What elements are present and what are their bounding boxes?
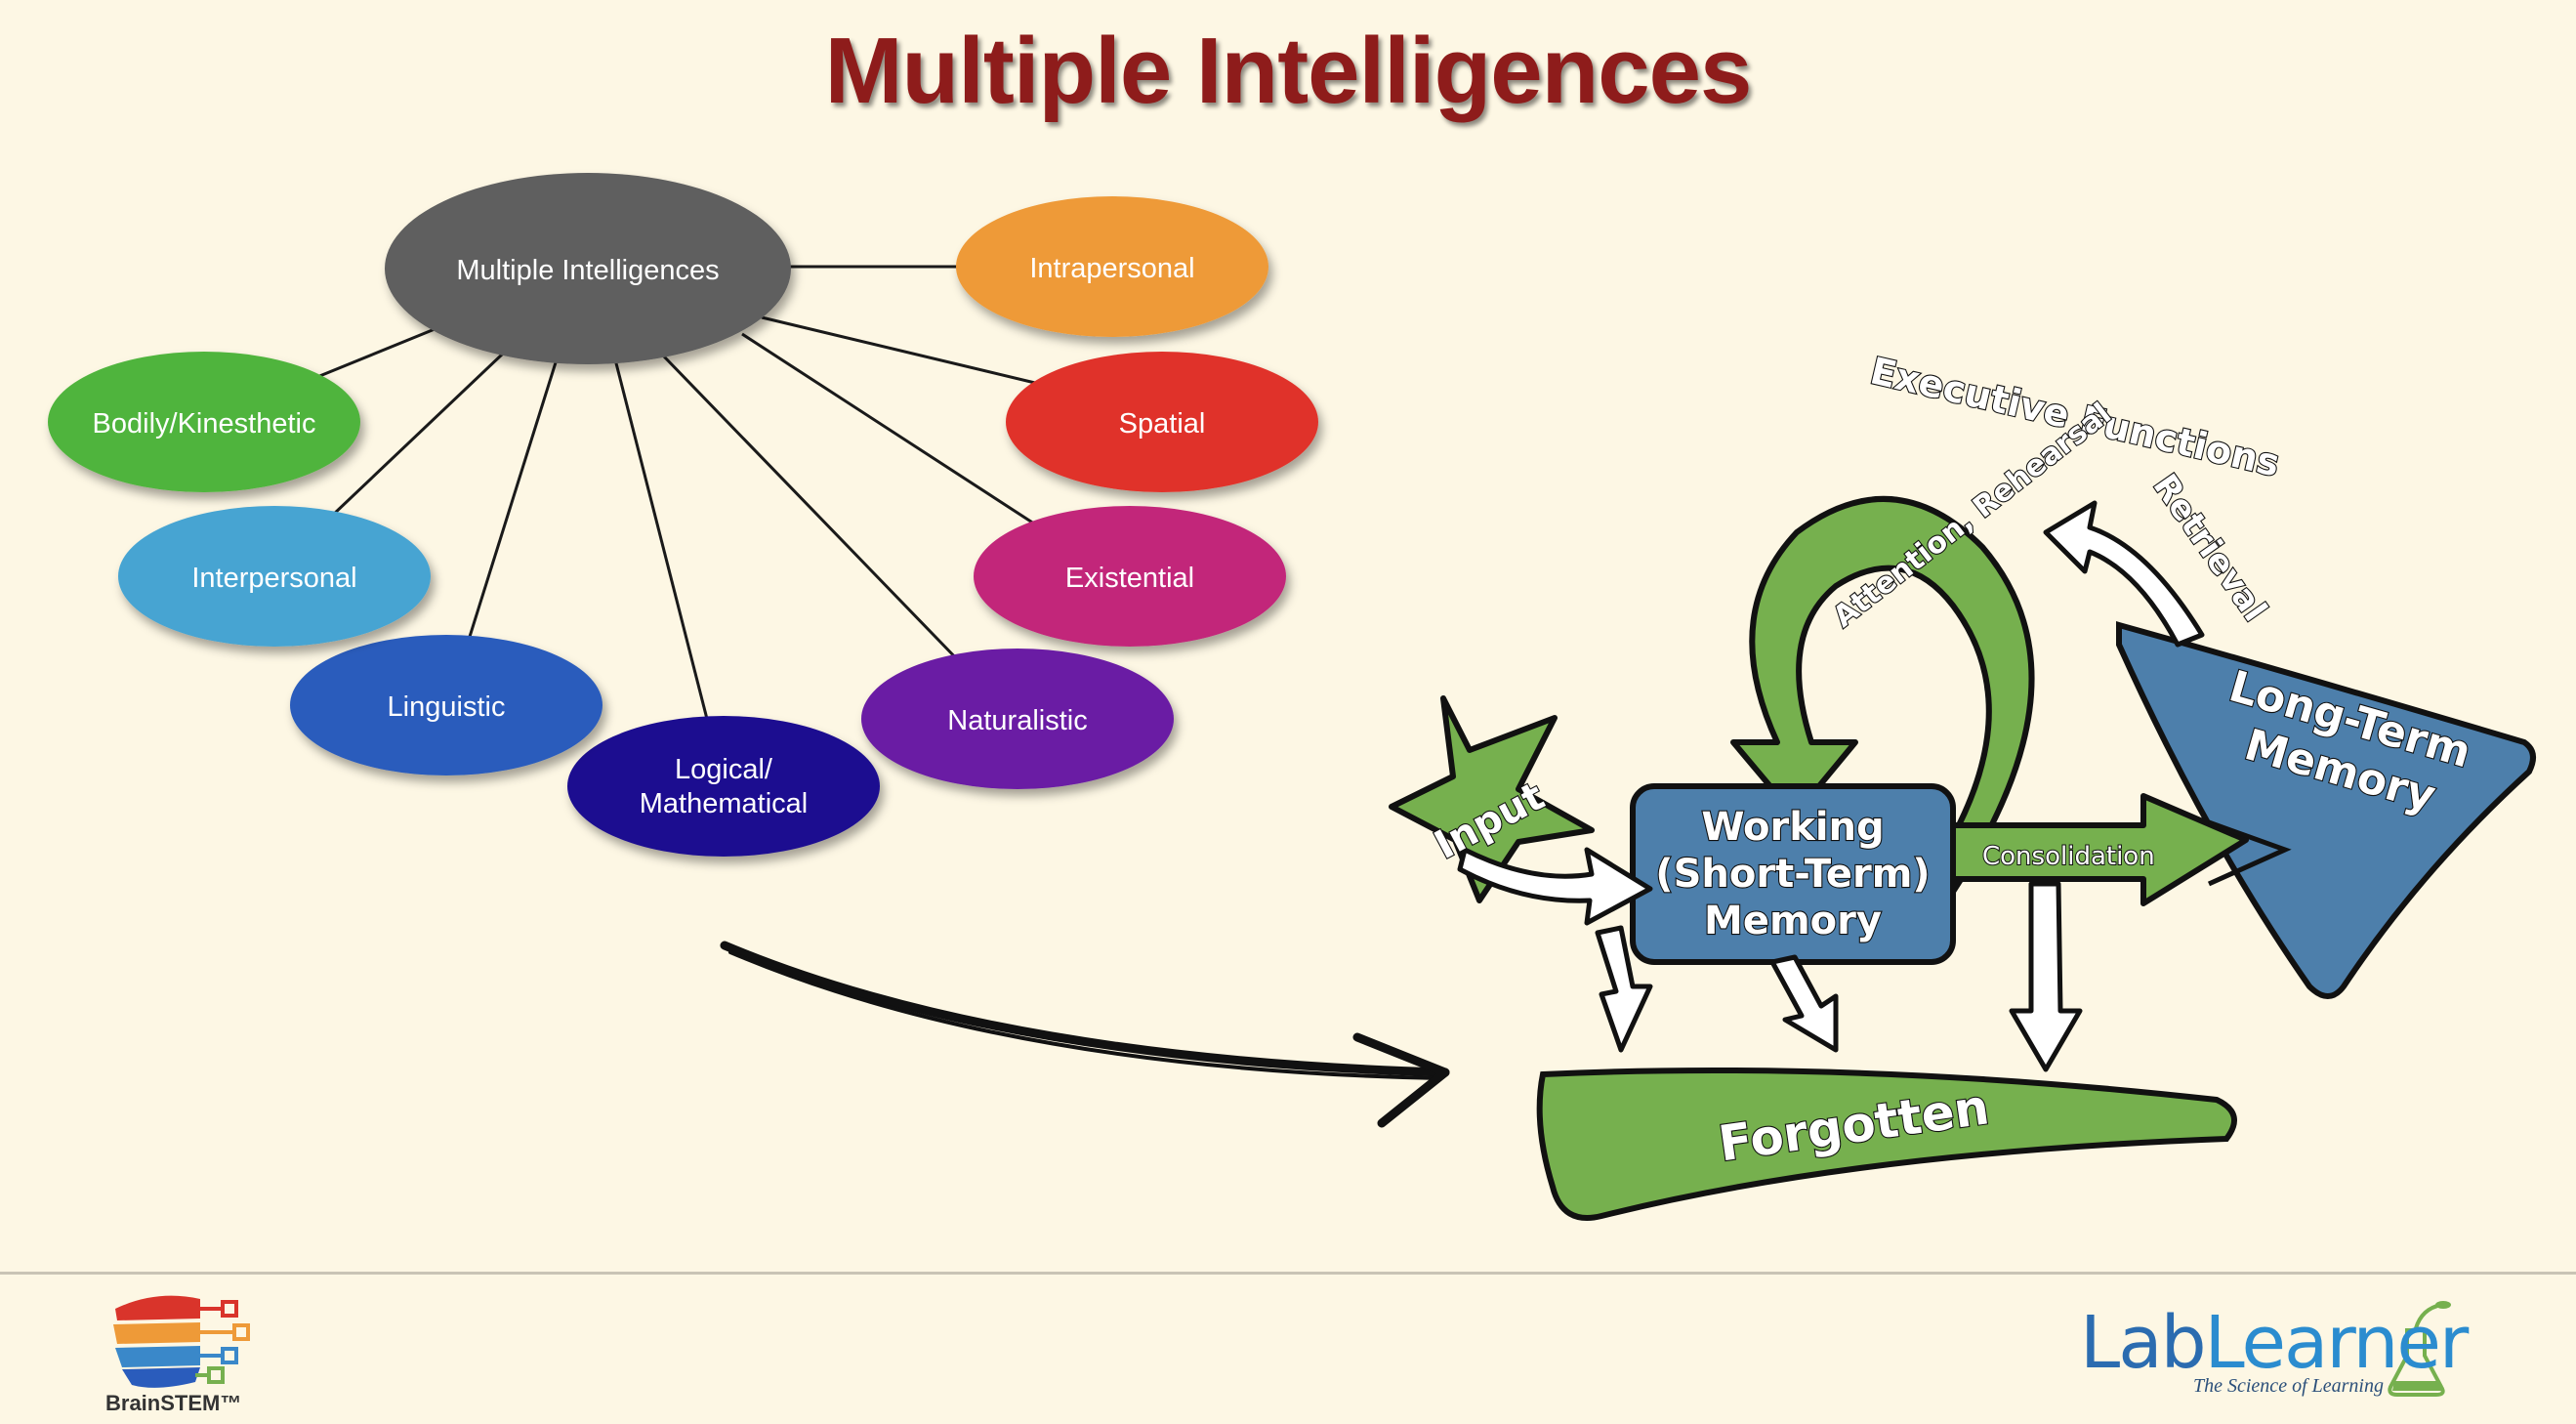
working-memory-label-line1: Working bbox=[1701, 805, 1884, 850]
node-label: Existential bbox=[1065, 563, 1194, 594]
forgotten-shape bbox=[1536, 1067, 2237, 1221]
node-naturalistic: Naturalistic bbox=[861, 649, 1174, 789]
node-bodily-kinesthetic: Bodily/Kinesthetic bbox=[48, 352, 360, 492]
connector-interpersonal bbox=[330, 352, 505, 518]
attention-loop-shape bbox=[1730, 495, 2035, 916]
node-interpersonal: Interpersonal bbox=[118, 506, 431, 647]
node-label: Naturalistic bbox=[947, 705, 1087, 736]
long-term-memory-shape bbox=[2116, 621, 2536, 999]
node-label: Intrapersonal bbox=[1029, 253, 1194, 284]
node-intrapersonal: Intrapersonal bbox=[956, 196, 1268, 337]
connector-naturalistic bbox=[662, 355, 964, 666]
retrieval-arrow-shape bbox=[2043, 500, 2205, 648]
lablearner-logo-lab: Lab bbox=[2080, 1301, 2207, 1385]
transition-arrow bbox=[720, 941, 1450, 1128]
memory-model: Executive Functions Attention, Rehearsal… bbox=[1389, 348, 2536, 1221]
input-star-shape bbox=[1389, 695, 1595, 903]
footer-divider bbox=[0, 1272, 2576, 1275]
node-label-line2: Mathematical bbox=[640, 788, 808, 819]
connector-spatial bbox=[761, 315, 1036, 385]
lablearner-tagline: The Science of Learning bbox=[2193, 1375, 2384, 1397]
flask-icon bbox=[2388, 1301, 2451, 1397]
working-memory-label-line2: (Short-Term) bbox=[1655, 852, 1930, 897]
node-label: Linguistic bbox=[388, 691, 506, 723]
brainstem-logo-text: BrainSTEM™ bbox=[105, 1391, 242, 1415]
forget-arrow-3 bbox=[2009, 881, 2083, 1072]
page-title: Multiple Intelligences bbox=[824, 19, 1753, 123]
node-label: Logical/ bbox=[675, 754, 773, 785]
forget-arrow-2 bbox=[1769, 954, 1839, 1053]
node-label: Interpersonal bbox=[191, 563, 356, 594]
node-logical-mathematical: Logical/ Mathematical bbox=[567, 716, 880, 857]
connector-bodily bbox=[312, 325, 440, 381]
brainstem-logo-icon bbox=[113, 1295, 250, 1388]
node-linguistic: Linguistic bbox=[290, 635, 602, 775]
node-spatial: Spatial bbox=[1006, 352, 1318, 492]
input-arrow-shape bbox=[1457, 847, 1653, 926]
node-label: Bodily/Kinesthetic bbox=[93, 408, 316, 440]
lablearner-logo-learner: Learner bbox=[2204, 1301, 2470, 1385]
connector-existential bbox=[741, 332, 1041, 529]
node-label: Spatial bbox=[1119, 408, 1206, 440]
node-existential: Existential bbox=[974, 506, 1286, 647]
forget-arrow-1 bbox=[1595, 925, 1653, 1053]
connector-linguistic bbox=[467, 358, 559, 641]
connector-logical bbox=[613, 358, 710, 724]
mind-map-connectors bbox=[312, 265, 1041, 724]
consolidation-arrowhead-inner bbox=[2207, 819, 2292, 887]
lablearner-logo: LabLearner bbox=[2080, 1301, 2470, 1385]
center-node: Multiple Intelligences bbox=[385, 173, 791, 364]
center-node-label: Multiple Intelligences bbox=[456, 255, 719, 286]
consolidation-arrow-shape bbox=[1940, 793, 2249, 906]
working-memory-label-line3: Memory bbox=[1704, 899, 1882, 943]
consolidation-label: Consolidation bbox=[1982, 842, 2155, 871]
